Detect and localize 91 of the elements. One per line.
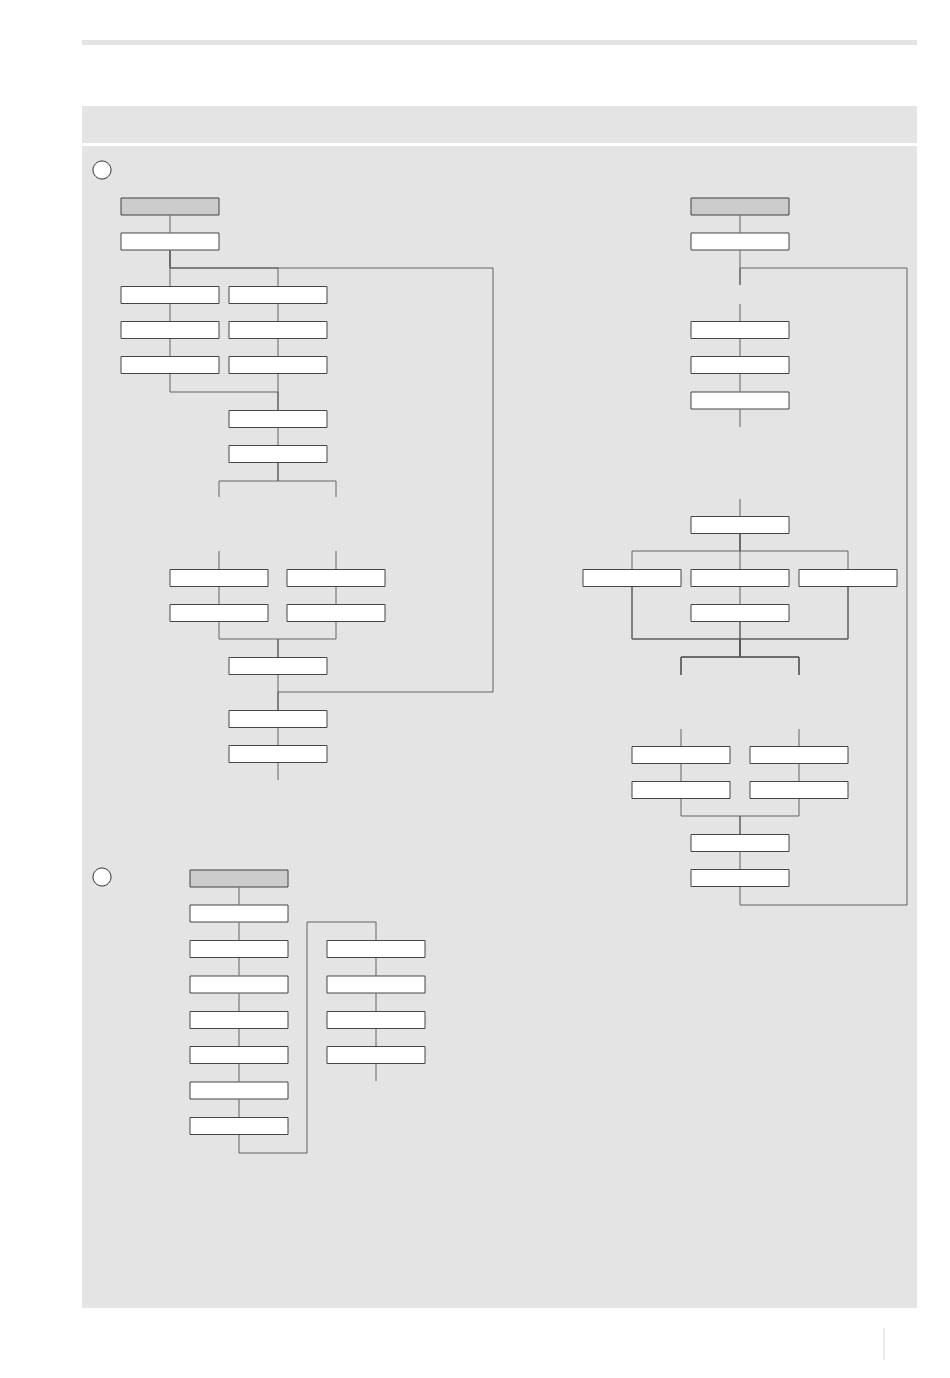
connector-line: [739, 338, 741, 357]
connector-line: [277, 727, 279, 746]
connector-line: [739, 533, 849, 570]
root-box: [189, 869, 289, 888]
connector-line: [375, 957, 377, 976]
connector-line: [335, 550, 337, 570]
process-box: [169, 604, 269, 622]
connector-line: [169, 338, 171, 357]
connector-line: [169, 215, 171, 233]
connector-line: [680, 763, 682, 782]
root-box: [690, 197, 790, 216]
process-box: [690, 516, 790, 534]
connector-line: [277, 303, 279, 322]
process-box: [326, 940, 426, 958]
process-box: [228, 321, 328, 339]
connector-line: [739, 851, 741, 870]
process-box: [228, 445, 328, 463]
connector-line: [277, 621, 337, 658]
process-box: [228, 745, 328, 763]
connector-line: [739, 303, 741, 322]
connector-line: [739, 215, 741, 233]
process-box: [749, 781, 849, 799]
connector-line: [238, 1063, 240, 1082]
connector-line: [277, 674, 279, 711]
connector-line: [739, 586, 849, 676]
process-box: [326, 975, 426, 994]
process-box: [189, 1011, 289, 1029]
process-box: [690, 834, 790, 852]
process-box: [690, 321, 790, 339]
process-box: [582, 569, 682, 587]
process-box: [286, 604, 386, 622]
connector-line: [739, 409, 741, 428]
connector-line: [739, 798, 800, 835]
process-box: [189, 904, 289, 923]
process-box: [169, 569, 269, 587]
connector-line: [169, 303, 171, 322]
process-box: [326, 1011, 426, 1029]
process-box: [120, 321, 220, 339]
process-box: [631, 746, 731, 764]
process-box: [189, 1117, 289, 1135]
process-box: [326, 1046, 426, 1064]
connector-line: [238, 921, 377, 1154]
process-box: [189, 1046, 289, 1064]
connector-line: [238, 1028, 240, 1047]
process-box: [690, 391, 790, 410]
connector-line: [739, 586, 741, 605]
connector-line: [335, 586, 337, 605]
connector-line: [375, 1063, 377, 1082]
process-box: [120, 356, 220, 374]
process-box: [798, 569, 898, 587]
connector-line: [375, 993, 377, 1012]
connector-line: [739, 498, 741, 517]
process-box: [228, 710, 328, 728]
connector-line: [238, 887, 240, 905]
connector-line: [238, 922, 240, 941]
process-box: [228, 657, 328, 675]
process-box: [690, 569, 790, 587]
process-box: [690, 869, 790, 887]
process-box: [120, 232, 220, 251]
connector-line: [798, 763, 800, 782]
connector-line: [277, 338, 279, 357]
connector-line: [277, 373, 279, 411]
connector-line: [739, 373, 741, 392]
connector-line: [277, 762, 279, 781]
connector-line: [238, 1099, 240, 1118]
process-box: [228, 286, 328, 304]
process-box: [189, 940, 289, 958]
root-box: [120, 197, 220, 216]
connector-line: [680, 728, 682, 747]
process-box: [286, 569, 386, 587]
process-box: [690, 604, 790, 622]
process-box: [228, 356, 328, 374]
process-box: [690, 232, 790, 251]
connector-line: [798, 728, 800, 747]
connector-line: [218, 550, 220, 570]
connector-line: [739, 267, 908, 906]
process-box: [631, 781, 731, 799]
connector-line: [277, 462, 337, 498]
connector-line: [277, 427, 279, 446]
process-box: [690, 356, 790, 374]
marker-circle: [92, 160, 112, 180]
connector-line: [238, 957, 240, 976]
marker-circle: [92, 867, 112, 887]
process-box: [228, 410, 328, 428]
process-box: [189, 975, 289, 994]
process-box: [749, 746, 849, 764]
connector-line: [375, 1028, 377, 1047]
process-box: [189, 1081, 289, 1100]
connector-line: [238, 993, 240, 1012]
process-box: [120, 286, 220, 304]
connector-line: [218, 586, 220, 605]
